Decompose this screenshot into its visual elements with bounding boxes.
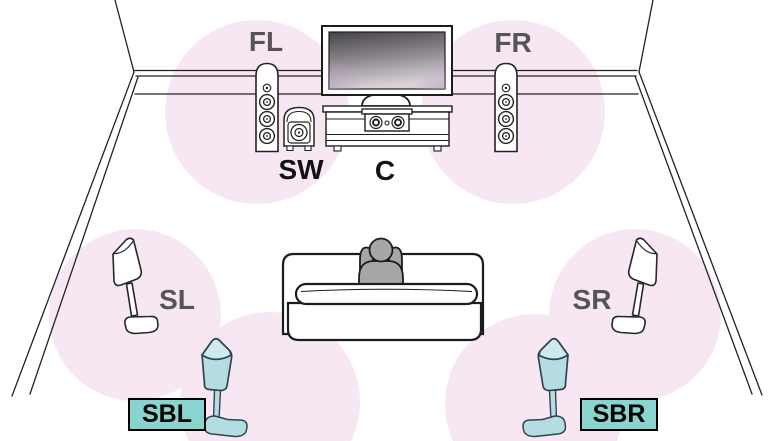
label-subwoofer: SW	[278, 154, 324, 185]
label-front-left: FL	[248, 26, 284, 57]
label-surround-right: SR	[572, 284, 612, 315]
tv-cabinet-icon	[322, 105, 453, 152]
front-left-speaker-icon	[255, 62, 279, 153]
center-speaker-icon	[361, 108, 413, 132]
front-right-speaker-icon	[494, 62, 518, 153]
tv-icon	[321, 25, 453, 107]
label-center: C	[374, 155, 396, 186]
label-surround-left: SL	[159, 284, 195, 315]
label-surround-back-right: SBR	[580, 398, 658, 431]
label-surround-back-left: SBL	[128, 398, 206, 431]
label-front-right: FR	[494, 27, 532, 58]
subwoofer-icon	[283, 106, 315, 152]
sofa-seat	[286, 282, 483, 342]
